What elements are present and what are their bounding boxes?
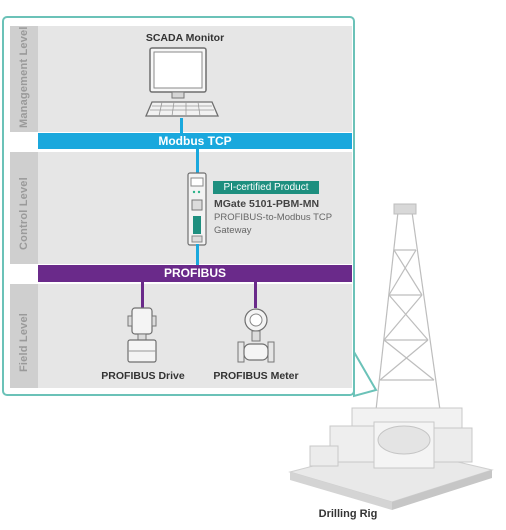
- profibus-drive-label: PROFIBUS Drive: [101, 370, 185, 382]
- gateway-description-line-1: PROFIBUS-to-Modbus TCP: [214, 212, 333, 223]
- control-level-label: Control Level: [18, 177, 30, 250]
- scada-monitor-title: SCADA Monitor: [145, 32, 225, 44]
- callout-pointer: [353, 348, 378, 398]
- drilling-rig-label: Drilling Rig: [318, 508, 378, 520]
- control-level-tab: [10, 152, 38, 264]
- computer-icon: [145, 47, 219, 117]
- profibus-label: PROFIBUS: [163, 266, 226, 280]
- scada-connection-line: [180, 118, 183, 134]
- gateway-downlink-line: [196, 244, 199, 266]
- management-level-label: Management Level: [18, 26, 30, 128]
- profibus-meter-label: PROFIBUS Meter: [213, 370, 299, 382]
- profibus-drive-icon: [127, 307, 157, 363]
- mgate-gateway-device: [187, 172, 207, 246]
- modbus-tcp-label: Modbus TCP: [158, 134, 232, 148]
- field-level-label: Field Level: [18, 312, 30, 372]
- gateway-uplink-line: [196, 149, 199, 173]
- profibus-meter-icon: [237, 308, 275, 363]
- meter-connection-line: [254, 282, 257, 308]
- field-level-tab: [10, 284, 38, 388]
- gateway-model-name: MGate 5101-PBM-MN: [214, 198, 320, 210]
- modbus-tcp-bus: Modbus TCP: [38, 133, 352, 149]
- drive-connection-line: [141, 282, 144, 308]
- pi-certified-badge: PI-certified Product: [213, 181, 319, 194]
- gateway-description-line-2: Gateway: [214, 225, 252, 236]
- management-level-tab: [10, 26, 38, 132]
- field-level-band: [10, 284, 352, 388]
- control-level-band: [10, 152, 352, 264]
- drilling-rig-illustration: [288, 203, 494, 510]
- profibus-bus: PROFIBUS: [38, 265, 352, 282]
